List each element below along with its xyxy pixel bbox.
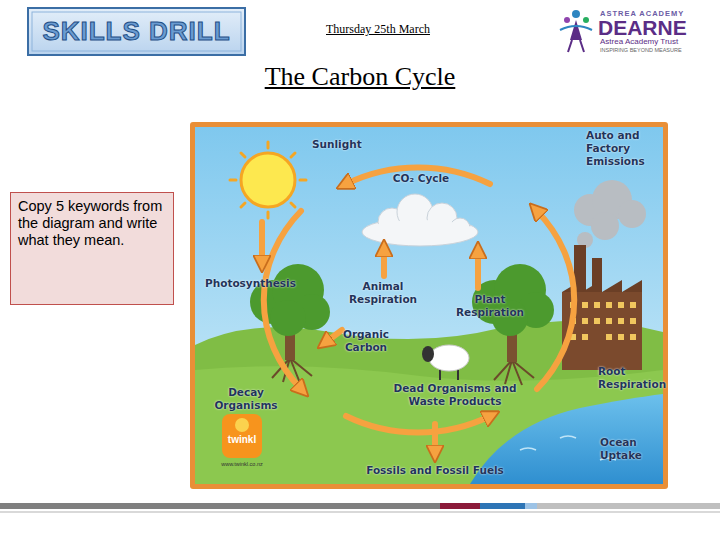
- diagram-frame: [190, 122, 668, 489]
- footer-bar: [537, 503, 720, 509]
- footer-bar: [440, 503, 480, 509]
- motto: INSPIRING BEYOND MEASURE: [600, 47, 710, 54]
- footer-bar: [525, 503, 537, 509]
- brand-icon: [235, 418, 249, 432]
- respiration-arrow: [381, 250, 387, 276]
- diagram-label: Sunlight: [312, 138, 382, 151]
- diagram-label: Photosynthesis: [205, 277, 305, 290]
- cycle-arrow: [264, 211, 301, 389]
- respiration-arrow: [475, 252, 481, 288]
- sheep-body: [429, 345, 469, 371]
- fossil-arrow: [432, 424, 438, 452]
- footer-bar: [0, 503, 440, 509]
- brand-name: twinkl: [220, 434, 264, 447]
- footer-line: [0, 511, 720, 513]
- cycle-arrows: [262, 167, 574, 452]
- diagram-label: CO₂ Cycle: [380, 172, 462, 185]
- photosynthesis-arrow: [259, 222, 265, 262]
- instruction-text: Copy 5 keywords from the diagram and wri…: [18, 198, 166, 249]
- emblem-figure: [570, 20, 582, 40]
- footer-bar: [480, 503, 525, 509]
- carbon-arrow: [326, 330, 342, 342]
- diagram-label: Organic Carbon: [330, 328, 402, 354]
- date: Thursday 25th March: [288, 22, 468, 37]
- sun: [230, 142, 306, 218]
- sheep: [422, 345, 469, 380]
- instruction-box: Copy 5 keywords from the diagram and wri…: [10, 192, 174, 305]
- ground-light: [195, 366, 663, 484]
- diagram-label: Animal Respiration: [343, 280, 423, 306]
- tree-roots: [494, 360, 534, 385]
- sun-rays: [230, 142, 306, 218]
- factory-windows: [570, 302, 636, 340]
- emblem-dot: [572, 10, 580, 18]
- cycle-arrow: [346, 416, 490, 433]
- emblem-arc: [560, 26, 592, 30]
- cycle-arrow: [537, 211, 574, 389]
- diagram-label: Plant Respiration: [452, 293, 528, 319]
- logo-text: SKILLS DRILL: [28, 15, 245, 48]
- diagram-label: Auto and Factory Emissions: [586, 129, 658, 168]
- emblem-dot: [583, 17, 589, 23]
- logo-box: [28, 8, 245, 55]
- cloud-base: [364, 220, 476, 244]
- academy-emblem: [560, 10, 592, 52]
- sky: [195, 127, 663, 484]
- trust-name: Astrea Academy Trust: [600, 37, 710, 47]
- diagram-label: Dead Organisms and Waste Products: [392, 382, 518, 408]
- tree: [472, 264, 554, 385]
- diagram-label: Root Respiration: [598, 365, 662, 391]
- emblem-legs: [568, 40, 584, 52]
- slide-title: The Carbon Cycle: [210, 62, 510, 92]
- cloud: [362, 194, 478, 246]
- diagram-label: Ocean Uptake: [600, 436, 662, 462]
- sheep-head: [422, 346, 434, 362]
- diagram-label: Decay Organisms: [205, 386, 287, 412]
- emblem-dot: [564, 17, 570, 23]
- diagram-label: Fossils and Fossil Fuels: [355, 464, 515, 477]
- brand-url: www.twinkl.co.nz: [210, 461, 274, 468]
- sun-disc: [241, 153, 295, 207]
